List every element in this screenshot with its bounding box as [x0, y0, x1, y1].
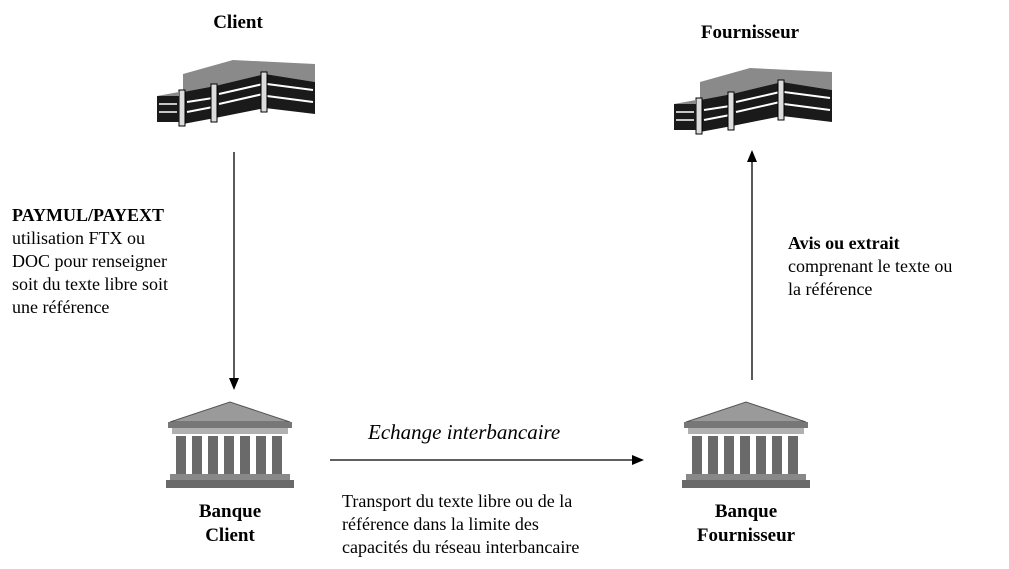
- client-title: Client: [213, 12, 263, 33]
- interbank-description-line: capacités du réseau interbancaire: [342, 537, 580, 557]
- left-note-heading: PAYMUL/PAYEXT: [12, 205, 165, 225]
- left-note-line: utilisation FTX ou: [12, 228, 146, 248]
- bank-client-label: Banque Client: [170, 500, 290, 548]
- client-office-building-icon: [157, 60, 315, 127]
- right-note-line: la référence: [788, 279, 873, 299]
- right-note: Avis ou extrait comprenant le texte ou l…: [788, 232, 1003, 301]
- left-note-line: une référence: [12, 297, 110, 317]
- client-bank-building-icon: [166, 401, 294, 488]
- bank-supplier-label-line2: Fournisseur: [696, 525, 796, 546]
- bank-supplier-label: Banque Fournisseur: [676, 500, 816, 548]
- interbank-label: Echange interbancaire: [368, 420, 561, 444]
- bank-client-label-line1: Banque: [198, 501, 262, 522]
- supplier-title: Fournisseur: [700, 22, 800, 43]
- right-note-heading: Avis ou extrait: [788, 233, 900, 253]
- bank-client-label-line2: Client: [205, 525, 255, 546]
- supplier-bank-building-icon: [682, 401, 810, 488]
- left-note-line: DOC pour renseigner: [12, 251, 167, 271]
- left-note: PAYMUL/PAYEXT utilisation FTX ou DOC pou…: [12, 204, 272, 319]
- interbank-description-line: Transport du texte libre ou de la: [342, 491, 573, 511]
- interbank-description-line: référence dans la limite des: [342, 514, 539, 534]
- supplier-office-building-icon: [674, 68, 832, 135]
- right-note-line: comprenant le texte ou: [788, 256, 953, 276]
- left-note-line: soit du texte libre soit: [12, 274, 168, 294]
- interbank-description: Transport du texte libre ou de la référe…: [342, 490, 652, 559]
- bank-supplier-label-line1: Banque: [714, 501, 778, 522]
